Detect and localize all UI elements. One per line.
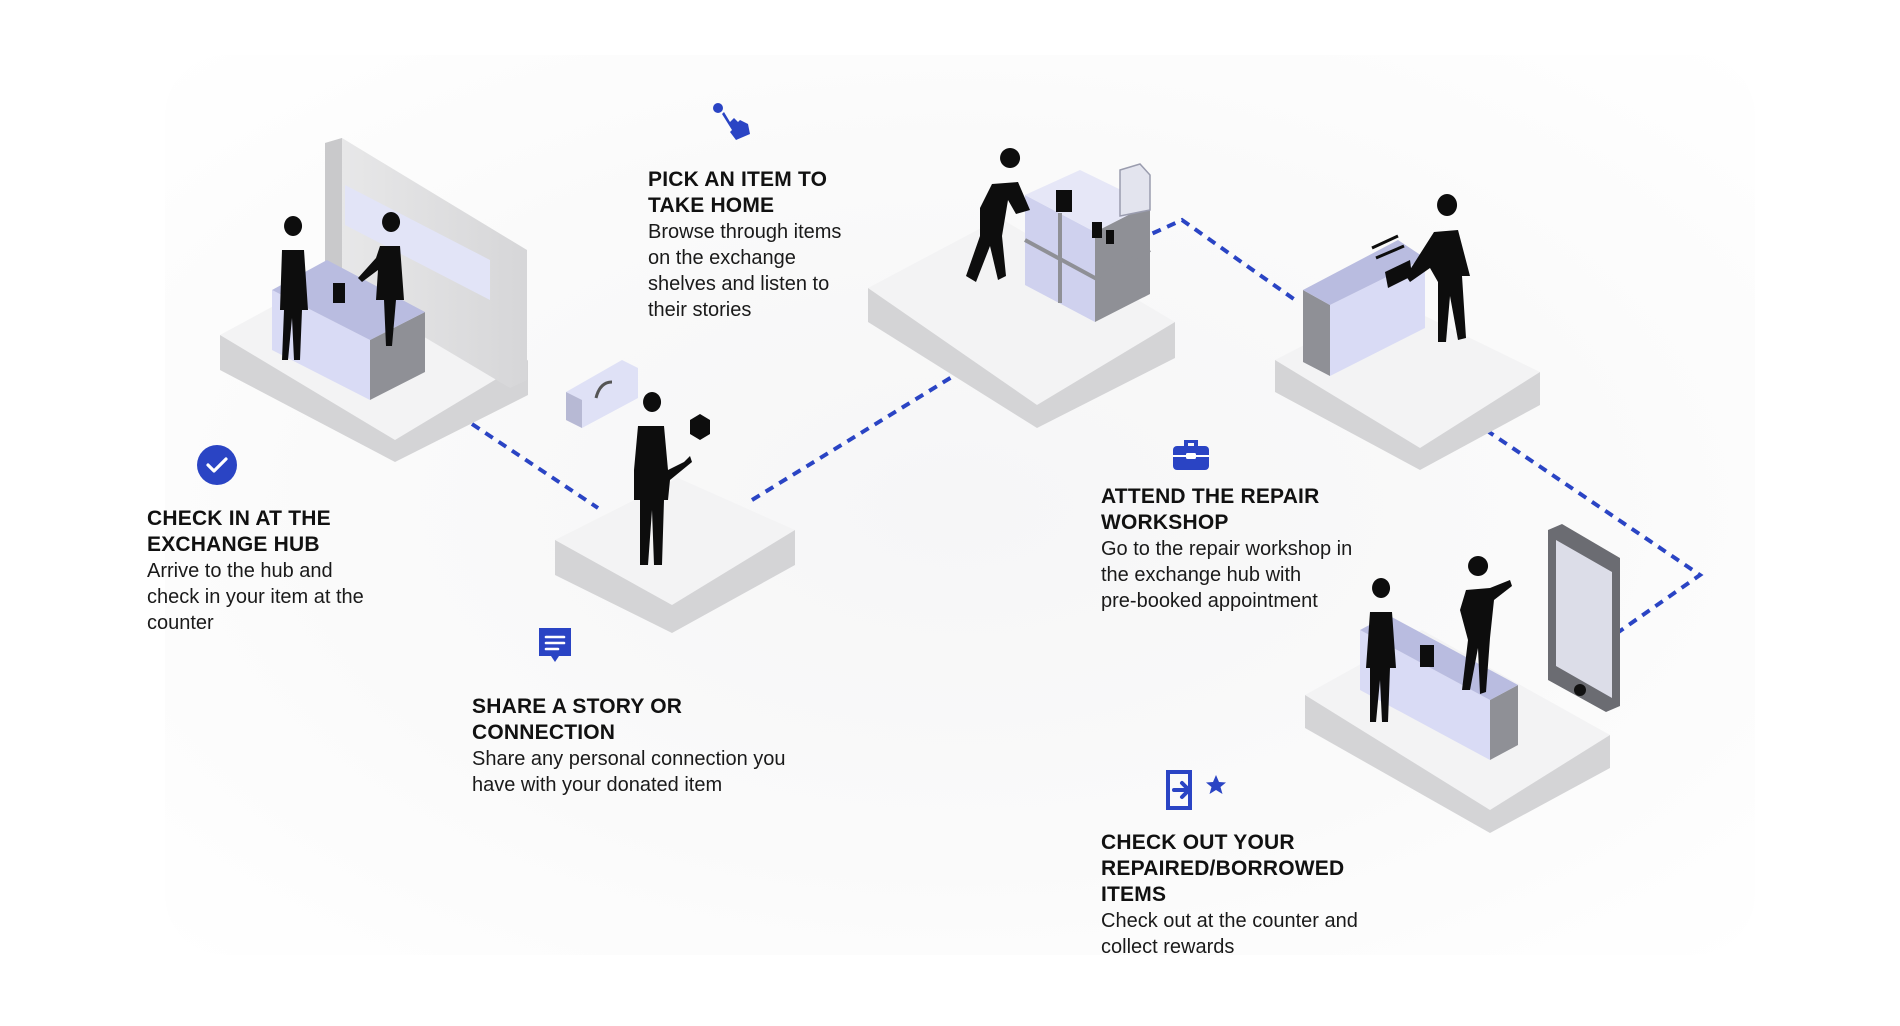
step-title: SHARE A STORY OR CONNECTION: [472, 695, 683, 744]
step-description: Share any personal connection you have w…: [472, 748, 786, 796]
step-title: PICK AN ITEM TO TAKE HOME: [648, 168, 828, 217]
step-check-in: CHECK IN AT THE EXCHANGE HUB Arrive to t…: [147, 506, 467, 636]
platform-check-in: [220, 138, 528, 462]
platform-pick-item: [868, 148, 1175, 428]
checkout-star-icon: [1166, 770, 1226, 810]
step-share-story: SHARE A STORY OR CONNECTION Share any pe…: [472, 694, 872, 798]
step-repair-workshop: ATTEND THE REPAIR WORKSHOP Go to the rep…: [1101, 484, 1461, 614]
chat-message-icon: [539, 628, 571, 662]
connector-4-5: [1484, 428, 1704, 647]
step-pick-item: PICK AN ITEM TO TAKE HOME Browse through…: [648, 167, 908, 323]
step-description: Arrive to the hub and check in your item…: [147, 560, 364, 634]
platform-share-story: [555, 360, 795, 633]
step-title: CHECK OUT YOUR REPAIRED/BORROWED ITEMS: [1101, 831, 1345, 906]
journey-connector: [470, 217, 1704, 647]
platform-check-out: [1305, 524, 1620, 833]
step-description: Go to the repair workshop in the exchang…: [1101, 538, 1353, 612]
step-description: Check out at the counter and collect rew…: [1101, 910, 1358, 958]
platform-repair-workshop: [1275, 194, 1540, 470]
connector-3-4: [1137, 217, 1300, 304]
step-check-out: CHECK OUT YOUR REPAIRED/BORROWED ITEMS C…: [1101, 830, 1481, 960]
toolbox-icon: [1173, 440, 1209, 470]
pointer-hand-icon: [713, 103, 750, 140]
step-description: Browse through items on the exchange she…: [648, 221, 842, 321]
step-title: CHECK IN AT THE EXCHANGE HUB: [147, 507, 331, 556]
connector-2-3: [750, 370, 962, 502]
check-circle-icon: [197, 445, 237, 485]
connector-1-2: [470, 422, 600, 510]
step-title: ATTEND THE REPAIR WORKSHOP: [1101, 485, 1320, 534]
